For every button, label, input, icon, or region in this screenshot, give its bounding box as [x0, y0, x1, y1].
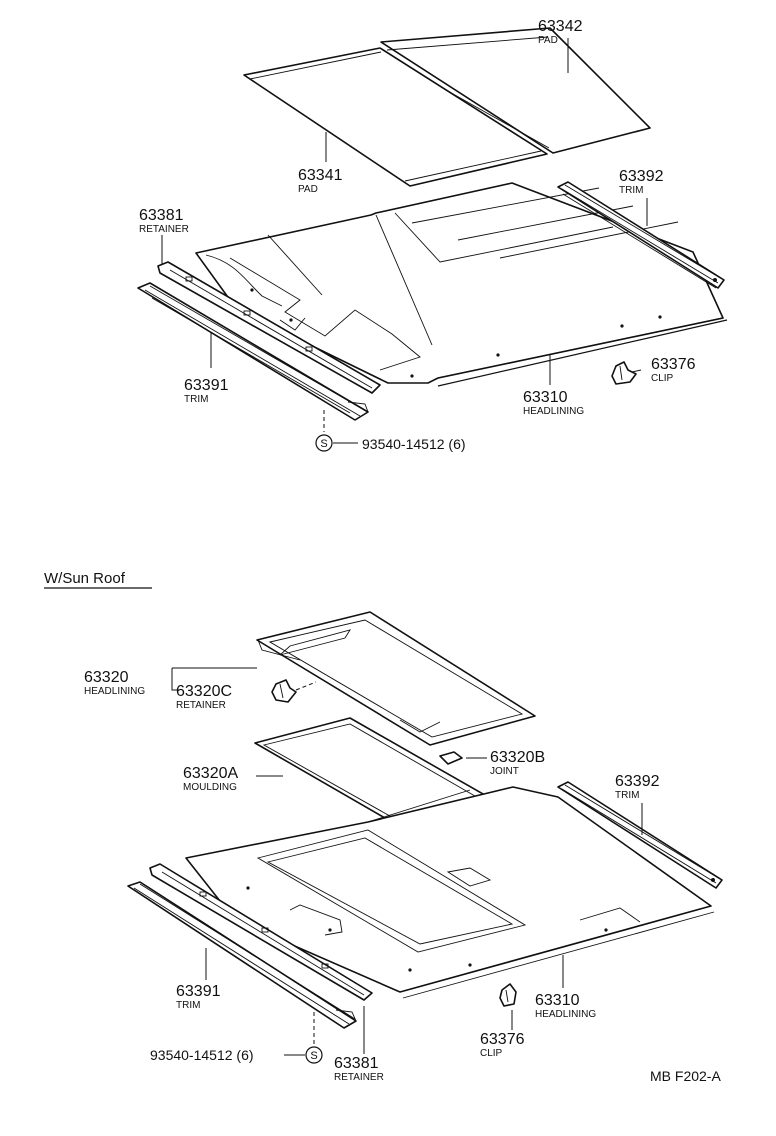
lower-trim-63392-name: TRIM — [615, 790, 639, 801]
upper-trim-63391-name: TRIM — [184, 394, 208, 405]
lower-screw-symbol: S — [310, 1050, 317, 1062]
upper-pad-63341-name: PAD — [298, 184, 318, 195]
lower-clip-63376-number: 63376 — [480, 1031, 525, 1048]
upper-retainer-63381-name: RETAINER — [139, 224, 189, 235]
lower-headlining-63320-name: HEADLINING — [84, 686, 145, 697]
headlining-63310-drawing — [195, 182, 728, 387]
trim-63391-drawing — [137, 282, 369, 421]
upper-pad-63342-name: PAD — [538, 35, 558, 46]
figure-code: MB F202-A — [650, 1068, 721, 1084]
lower-trim-63391-name: TRIM — [176, 1000, 200, 1011]
lower-clip-63376-name: CLIP — [480, 1048, 503, 1059]
upper-headlining-63310-name: HEADLINING — [523, 406, 584, 417]
lower-trim-63391-number: 63391 — [176, 983, 221, 1000]
clip-63376-drawing — [611, 361, 637, 385]
section-title-sun-roof: W/Sun Roof — [44, 570, 126, 587]
lower-joint-63320b-name: JOINT — [490, 766, 519, 777]
lower-joint-63320b-number: 63320B — [490, 749, 545, 766]
upper-trim-63392-name: TRIM — [619, 185, 643, 196]
upper-trim-63392-number: 63392 — [619, 168, 664, 185]
lower-headlining-63310-number: 63310 — [535, 992, 580, 1009]
upper-screw-part-number: 93540-14512 (6) — [362, 436, 466, 452]
lower-retainer-63381-name: RETAINER — [334, 1072, 384, 1083]
lower-moulding-63320a-name: MOULDING — [183, 782, 237, 793]
lower-retainer-63320c-number: 63320C — [176, 683, 232, 700]
lower-screw-part-number: 93540-14512 (6) — [150, 1047, 254, 1063]
upper-pad-63341-number: 63341 — [298, 167, 343, 184]
lower-retainer-63320c-name: RETAINER — [176, 700, 226, 711]
lower-headlining-63320-number: 63320 — [84, 669, 129, 686]
lower-trim-63392-number: 63392 — [615, 773, 660, 790]
lower-headlining-63310-name: HEADLINING — [535, 1009, 596, 1020]
lower-assembly — [127, 611, 723, 1064]
upper-clip-63376-name: CLIP — [651, 373, 674, 384]
retainer-63381-drawing — [157, 261, 381, 394]
lower-moulding-63320a-number: 63320A — [183, 765, 238, 782]
upper-screw-symbol: S — [320, 438, 327, 450]
lower-clip-63376-drawing — [499, 983, 517, 1007]
upper-assembly — [137, 27, 728, 452]
upper-headlining-63310-number: 63310 — [523, 389, 568, 406]
joint-63320b-drawing — [439, 751, 463, 765]
upper-clip-63376-number: 63376 — [651, 356, 696, 373]
trim-63392-drawing — [557, 181, 725, 289]
upper-pad-63342-number: 63342 — [538, 18, 583, 35]
lower-trim-63391-drawing — [127, 881, 357, 1029]
sunroof-headlining-63320-drawing — [256, 611, 536, 746]
upper-retainer-63381-number: 63381 — [139, 207, 184, 224]
lower-retainer-63381-number: 63381 — [334, 1055, 379, 1072]
upper-trim-63391-number: 63391 — [184, 377, 229, 394]
pad-63341-drawing — [243, 47, 548, 187]
retainer-63320c-drawing — [271, 679, 297, 703]
lower-retainer-63381-drawing — [149, 863, 373, 1001]
